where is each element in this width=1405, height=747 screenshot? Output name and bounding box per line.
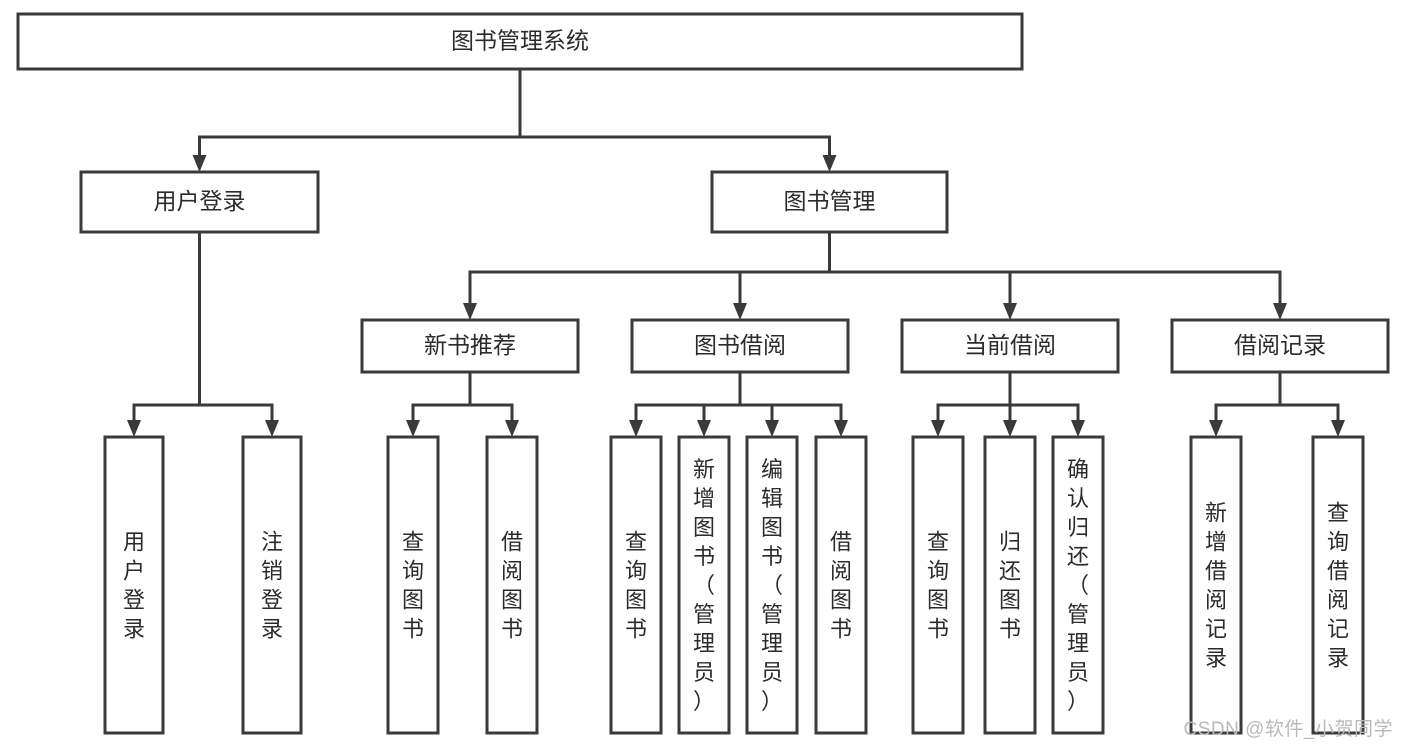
arrow-head-icon <box>505 420 519 437</box>
arrow-head-icon <box>463 303 477 320</box>
node-box-leaf-logout-login <box>241 435 303 735</box>
arrow-head-icon <box>1071 420 1085 437</box>
node-label-leaf-query-book-1: 查询图书 <box>402 530 424 642</box>
node-box-leaf-query-record <box>1311 435 1365 735</box>
node-new-book-rec[interactable]: 新书推荐 <box>360 318 580 374</box>
node-label-borrow-record: 借阅记录 <box>1234 332 1326 358</box>
node-label-leaf-borrow-book-2: 借阅图书 <box>830 530 852 642</box>
node-leaf-edit-book[interactable]: 编辑图书（管理员） <box>745 435 799 735</box>
node-label-user-login: 用户登录 <box>154 188 246 214</box>
arrow-head-icon <box>265 420 279 437</box>
node-box-leaf-confirm-return <box>1051 435 1105 735</box>
arrow-head-icon <box>697 420 711 437</box>
node-label-leaf-borrow-book-1: 借阅图书 <box>501 530 523 642</box>
node-box-leaf-query-book-1 <box>386 435 440 735</box>
node-box-new-book-rec <box>360 318 580 374</box>
node-box-leaf-add-book <box>677 435 731 735</box>
arrow-head-icon <box>931 420 945 437</box>
node-label-new-book-rec: 新书推荐 <box>424 332 516 358</box>
node-leaf-query-book-3[interactable]: 查询图书 <box>911 435 965 735</box>
node-label-leaf-confirm-return: 确认归还（管理员） <box>1067 457 1089 714</box>
node-box-root <box>16 12 1024 71</box>
connector-layer <box>127 67 1345 437</box>
arrow-head-icon <box>1273 303 1287 320</box>
node-box-leaf-edit-book <box>745 435 799 735</box>
node-box-leaf-borrow-book-1 <box>485 435 539 735</box>
node-box-leaf-add-record <box>1189 435 1243 735</box>
arrow-head-icon <box>629 420 643 437</box>
node-box-leaf-borrow-book-2 <box>814 435 868 735</box>
node-layer: 图书管理系统用户登录图书管理新书推荐图书借阅当前借阅借阅记录用户登录注销登录查询… <box>16 12 1390 735</box>
node-box-leaf-query-book-2 <box>609 435 663 735</box>
arrow-head-icon <box>127 420 141 437</box>
arrow-head-icon <box>834 420 848 437</box>
node-label-leaf-query-record: 查询借阅记录 <box>1327 501 1349 671</box>
node-label-leaf-add-record: 新增借阅记录 <box>1205 501 1227 671</box>
node-leaf-user-login[interactable]: 用户登录 <box>103 435 165 735</box>
node-label-leaf-add-book: 新增图书（管理员） <box>693 457 715 714</box>
node-label-book-borrow: 图书借阅 <box>694 332 786 358</box>
node-leaf-logout-login[interactable]: 注销登录 <box>241 435 303 735</box>
node-borrow-record[interactable]: 借阅记录 <box>1170 318 1390 374</box>
node-leaf-query-book-1[interactable]: 查询图书 <box>386 435 440 735</box>
node-box-leaf-query-book-3 <box>911 435 965 735</box>
node-label-leaf-logout-login: 注销登录 <box>261 530 283 642</box>
arrow-head-icon <box>1003 420 1017 437</box>
node-root[interactable]: 图书管理系统 <box>16 12 1024 71</box>
arrow-head-icon <box>192 155 207 172</box>
node-box-borrow-record <box>1170 318 1390 374</box>
node-leaf-add-book[interactable]: 新增图书（管理员） <box>677 435 731 735</box>
node-label-root: 图书管理系统 <box>451 28 589 54</box>
node-label-leaf-query-book-3: 查询图书 <box>927 530 949 642</box>
node-box-book-manage <box>710 170 949 234</box>
node-leaf-return-book[interactable]: 归还图书 <box>983 435 1037 735</box>
node-leaf-borrow-book-1[interactable]: 借阅图书 <box>485 435 539 735</box>
node-leaf-query-record[interactable]: 查询借阅记录 <box>1311 435 1365 735</box>
node-box-leaf-user-login <box>103 435 165 735</box>
node-user-login[interactable]: 用户登录 <box>79 170 320 234</box>
arrow-head-icon <box>406 420 420 437</box>
node-label-book-manage: 图书管理 <box>784 188 876 214</box>
arrow-head-icon <box>765 420 779 437</box>
node-box-book-borrow <box>630 318 850 374</box>
node-leaf-borrow-book-2[interactable]: 借阅图书 <box>814 435 868 735</box>
node-box-user-login <box>79 170 320 234</box>
node-current-borrow[interactable]: 当前借阅 <box>900 318 1120 374</box>
node-book-borrow[interactable]: 图书借阅 <box>630 318 850 374</box>
arrow-head-icon <box>1331 420 1345 437</box>
arrow-head-icon <box>822 155 837 172</box>
arrow-head-icon <box>733 303 747 320</box>
node-leaf-add-record[interactable]: 新增借阅记录 <box>1189 435 1243 735</box>
node-label-leaf-return-book: 归还图书 <box>999 530 1021 642</box>
node-box-leaf-return-book <box>983 435 1037 735</box>
node-label-leaf-query-book-2: 查询图书 <box>625 530 647 642</box>
node-box-current-borrow <box>900 318 1120 374</box>
node-book-manage[interactable]: 图书管理 <box>710 170 949 234</box>
node-label-leaf-edit-book: 编辑图书（管理员） <box>761 457 783 714</box>
node-leaf-query-book-2[interactable]: 查询图书 <box>609 435 663 735</box>
arrow-head-icon <box>1209 420 1223 437</box>
node-leaf-confirm-return[interactable]: 确认归还（管理员） <box>1051 435 1105 735</box>
arrow-head-icon <box>1003 303 1017 320</box>
node-label-current-borrow: 当前借阅 <box>964 332 1056 358</box>
node-label-leaf-user-login: 用户登录 <box>123 530 145 642</box>
